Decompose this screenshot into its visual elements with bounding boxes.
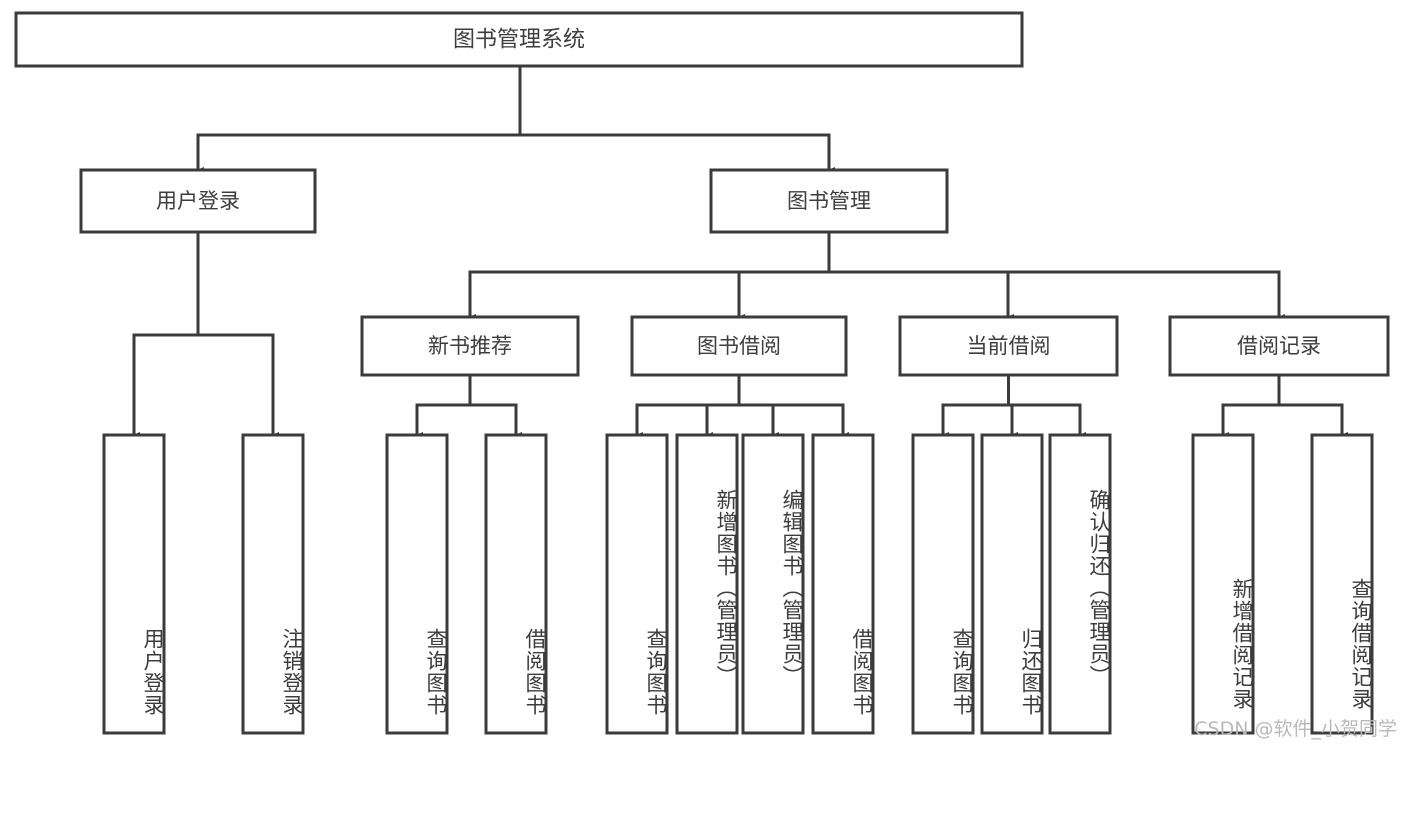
node-level2-0-label: 用户登录 xyxy=(156,189,240,213)
node-level2-1-label: 图书管理 xyxy=(787,189,871,213)
node-leaf-5[interactable] xyxy=(675,433,739,735)
node-leaf-11[interactable] xyxy=(1191,433,1255,735)
node-leaf-9[interactable] xyxy=(980,433,1044,735)
node-leaf-8[interactable] xyxy=(911,433,975,735)
node-level3-1[interactable] xyxy=(630,315,848,377)
diagram-canvas: 图书管理系统用户登录图书管理新书推荐图书借阅当前借阅借阅记录 用户登录注销登录查… xyxy=(14,11,1397,740)
node-leaf-2[interactable] xyxy=(385,433,449,735)
node-leaf-12[interactable] xyxy=(1310,433,1374,735)
node-level2-1[interactable] xyxy=(709,168,949,234)
node-level3-0-label: 新书推荐 xyxy=(428,334,512,358)
node-leaf-4[interactable] xyxy=(605,433,669,735)
node-level3-3[interactable] xyxy=(1168,315,1390,377)
node-root-label: 图书管理系统 xyxy=(453,28,585,53)
node-leaf-7[interactable] xyxy=(811,433,875,735)
node-leaf-10[interactable] xyxy=(1048,433,1112,735)
connector-lines xyxy=(128,64,1348,442)
node-leaf-0[interactable] xyxy=(102,433,166,735)
node-root[interactable] xyxy=(14,11,1024,68)
node-level3-0[interactable] xyxy=(360,315,580,377)
node-leaf-6[interactable] xyxy=(741,433,805,735)
node-level3-3-label: 借阅记录 xyxy=(1237,334,1321,358)
node-level3-2-label: 当前借阅 xyxy=(967,334,1051,358)
node-leaf-1[interactable] xyxy=(241,433,305,735)
watermark: CSDN @软件_小贺同学 xyxy=(1194,718,1397,740)
node-level2-0[interactable] xyxy=(79,168,317,234)
node-level3-2[interactable] xyxy=(898,315,1119,377)
node-leaf-3[interactable] xyxy=(484,433,548,735)
node-boxes xyxy=(14,11,1390,735)
node-level3-1-label: 图书借阅 xyxy=(697,334,781,358)
